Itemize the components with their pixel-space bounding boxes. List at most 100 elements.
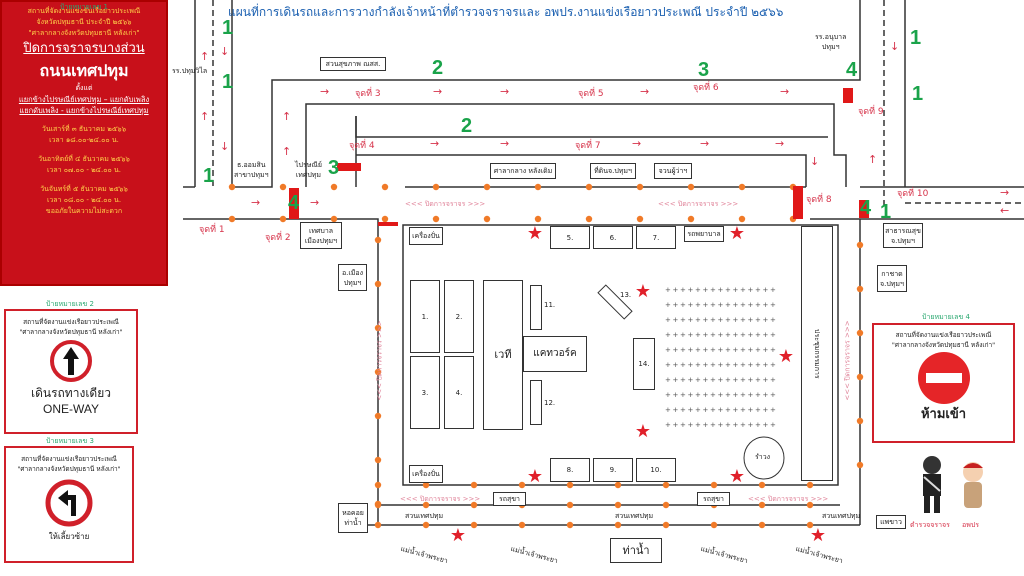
- seat-mark: +: [740, 346, 746, 354]
- seat-mark: +: [740, 406, 746, 414]
- sign-number-3: 3: [328, 157, 340, 179]
- sign2-english: ONE-WAY: [43, 402, 99, 416]
- cone-dot: [806, 521, 814, 529]
- cone-dot: [566, 501, 574, 509]
- booth: [530, 285, 542, 330]
- cone-dot: [518, 481, 526, 489]
- cone-dot: [518, 521, 526, 529]
- sign-number-4: 4: [860, 197, 872, 219]
- toilet-truck: รถสุขา: [697, 492, 730, 506]
- seat-mark: +: [703, 316, 709, 324]
- seat-mark: +: [673, 406, 679, 414]
- checkpoint-2: จุดที่ 2: [265, 233, 291, 243]
- arrow-right-icon: →: [500, 85, 510, 98]
- cone-dot: [279, 215, 287, 223]
- seat-mark: +: [710, 406, 716, 414]
- seat-mark: +: [710, 331, 716, 339]
- seat-mark: +: [665, 361, 671, 369]
- star-icon: ★: [635, 421, 651, 442]
- raft: แพขาว: [876, 515, 906, 529]
- seat-mark: +: [748, 406, 754, 414]
- arrow-right-icon: →: [430, 137, 440, 150]
- cone-dot: [662, 521, 670, 529]
- legend-volunteer: อพปร: [962, 521, 980, 529]
- seat-mark: +: [665, 301, 671, 309]
- sign1-sorry: ขออภัยในความไม่สะดวก: [45, 207, 123, 215]
- sign1-route: แยกดับเพลิง - แยกข้างไปรษณีย์เทศปทุม: [19, 106, 149, 115]
- seat-mark: +: [680, 361, 686, 369]
- sign-venue: "ศาลากลางจังหวัดปทุมธานี หลังเก่า": [891, 341, 996, 349]
- seat-mark: +: [770, 421, 776, 429]
- seat-mark: +: [725, 316, 731, 324]
- checkpoint-5: จุดที่ 5: [578, 89, 604, 99]
- district-office: อ.เมืองปทุมฯ: [338, 264, 367, 291]
- star-icon: ★: [527, 466, 543, 487]
- seat-mark: +: [763, 346, 769, 354]
- park-label: สวนเทศปทุม: [615, 512, 654, 520]
- arrow-up-icon: ↑: [200, 50, 210, 63]
- arrow-right-icon: →: [310, 196, 320, 209]
- seat-mark: +: [680, 421, 686, 429]
- meeting-tent: ประชุมกรรมการ: [801, 226, 833, 481]
- booth: 1.: [410, 280, 440, 353]
- seat-mark: +: [755, 376, 761, 384]
- seat-mark: +: [718, 316, 724, 324]
- seat-mark: +: [748, 391, 754, 399]
- checkpoint-stars: ★★★★★★★★★: [450, 223, 826, 546]
- booth: 7.: [636, 226, 676, 249]
- cone-dot: [710, 481, 718, 489]
- checkpoint-10: จุดที่ 10: [897, 189, 929, 199]
- cone-dot: [470, 501, 478, 509]
- booth: 8.: [550, 458, 590, 482]
- cone-dot: [636, 183, 644, 191]
- cone-dot: [381, 183, 389, 191]
- seat-mark: +: [733, 421, 739, 429]
- cone-dot: [432, 183, 440, 191]
- sign4-no-entry: สถานที่จัดงานแข่งเรือยาวประเพณี "ศาลากลา…: [872, 323, 1015, 443]
- star-icon: ★: [527, 223, 543, 244]
- cone-dot: [710, 521, 718, 529]
- seat-mark: +: [703, 376, 709, 384]
- seat-mark: +: [665, 391, 671, 399]
- seat-mark: +: [733, 361, 739, 369]
- arrow-right-icon: →: [1000, 186, 1010, 199]
- seat-mark: +: [718, 346, 724, 354]
- cone-dot: [374, 236, 382, 244]
- seat-mark: +: [748, 346, 754, 354]
- seat-mark: +: [673, 286, 679, 294]
- road-closed-label: <<< ปิดการจราจร >>>: [658, 200, 739, 208]
- public-health-office: สาธารณสุขจ.ปทุมฯ: [883, 223, 923, 248]
- sign1-time: เวลา ๑๘.๐๐-๒๔.๐๐ น.: [49, 136, 119, 144]
- sign1-line: สถานที่จัดงานแข่งขันเรือยาวประเพณี: [27, 7, 141, 15]
- checkpoint-9: จุดที่ 9: [858, 107, 884, 117]
- sign-number-1: 1: [222, 71, 234, 93]
- road-closed-label: <<< ปิดการจราจร >>>: [748, 495, 829, 503]
- post-office-label: ไปรษณีย์เทศปทุม: [295, 161, 322, 179]
- seat-mark: +: [695, 391, 701, 399]
- sign-venue: สถานที่จัดงานแข่งเรือยาวประเพณี: [23, 318, 119, 326]
- traffic-police-figure-icon: [923, 456, 941, 513]
- seat-mark: +: [673, 316, 679, 324]
- checkpoint-7: จุดที่ 7: [575, 141, 601, 151]
- seat-mark: +: [688, 301, 694, 309]
- seat-mark: +: [673, 361, 679, 369]
- arrow-up-icon: ↑: [282, 110, 292, 123]
- cone-dot: [534, 183, 542, 191]
- checkpoint-8: จุดที่ 8: [806, 195, 832, 205]
- booth: 4.: [444, 356, 474, 429]
- arrow-down-icon: ↓: [810, 155, 820, 168]
- cone-dot: [330, 183, 338, 191]
- health-park: สวนสุขภาพ ณสส.: [320, 57, 386, 71]
- seat-mark: +: [740, 316, 746, 324]
- cone-dot: [330, 215, 338, 223]
- booth: [530, 380, 542, 425]
- seat-mark: +: [703, 286, 709, 294]
- seat-mark: +: [680, 406, 686, 414]
- cone-dot: [374, 412, 382, 420]
- arrow-down-icon: ↓: [220, 140, 230, 153]
- seat-mark: +: [770, 301, 776, 309]
- seat-mark: +: [680, 391, 686, 399]
- seat-mark: +: [770, 286, 776, 294]
- seat-mark: +: [710, 301, 716, 309]
- seat-mark: +: [763, 421, 769, 429]
